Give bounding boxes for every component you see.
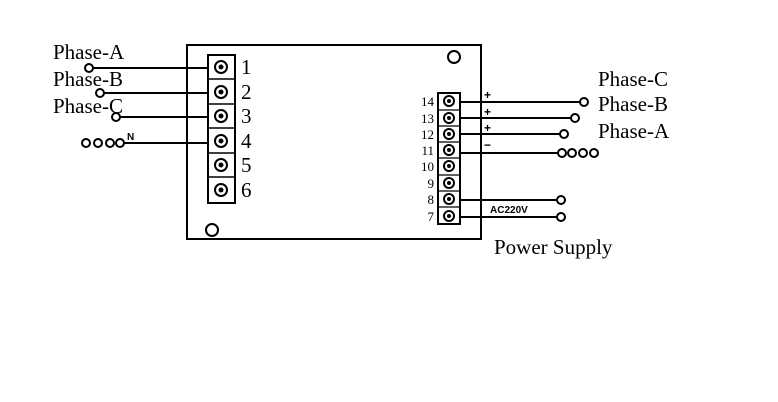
wire-ac-live [460, 195, 566, 205]
right-terminal-number-10: 10 [421, 159, 434, 174]
sign-terminal-14: + [484, 88, 491, 102]
left-terminal-number-6: 6 [241, 178, 252, 202]
wire-left-phase-a [84, 63, 208, 73]
label-left-phase-a: Phase-A [53, 40, 125, 64]
right-terminal-number-11: 11 [421, 143, 434, 158]
label-left-phase-b: Phase-B [53, 67, 123, 91]
left-terminal-number-4: 4 [241, 129, 252, 153]
wire-ac-neutral [460, 212, 566, 222]
mounting-hole-top-right [447, 50, 461, 64]
left-terminal-screw-2 [214, 85, 228, 99]
wire-right-phase-a [460, 129, 569, 139]
label-left-phase-c: Phase-C [53, 94, 123, 118]
left-terminal-screw-1 [214, 60, 228, 74]
right-terminal-screw-12 [443, 128, 455, 140]
label-neutral: N [127, 132, 134, 143]
sign-terminal-11: − [484, 138, 491, 152]
left-terminal-number-1: 1 [241, 55, 252, 79]
wire-right-phase-c [460, 97, 589, 107]
label-right-phase-a: Phase-A [598, 119, 670, 143]
right-terminal-number-14: 14 [421, 94, 435, 109]
sign-terminal-13: + [484, 105, 491, 119]
right-terminal-block [437, 92, 461, 225]
wire-right-common [460, 148, 599, 158]
right-terminal-number-7: 7 [428, 209, 435, 224]
wire-neutral [81, 138, 208, 148]
label-power-supply: Power Supply [494, 235, 613, 259]
left-terminal-screw-4 [214, 134, 228, 148]
wire-left-phase-c [111, 112, 208, 122]
mounting-hole-bottom-left [205, 223, 219, 237]
right-terminal-screw-10 [443, 160, 455, 172]
right-terminal-screw-14 [443, 95, 455, 107]
left-terminal-number-3: 3 [241, 104, 252, 128]
right-terminal-number-12: 12 [421, 127, 434, 142]
right-terminal-number-9: 9 [428, 176, 435, 191]
label-right-phase-c: Phase-C [598, 67, 668, 91]
right-terminal-number-13: 13 [421, 111, 434, 126]
left-terminal-block [207, 54, 236, 204]
left-terminal-screw-5 [214, 158, 228, 172]
right-terminal-number-8: 8 [428, 192, 435, 207]
sign-terminal-12: + [484, 121, 491, 135]
wire-left-phase-b [95, 88, 208, 98]
left-terminal-screw-3 [214, 109, 228, 123]
left-terminal-screw-6 [214, 183, 228, 197]
label-ac-voltage: AC220V [490, 205, 528, 216]
label-right-phase-b: Phase-B [598, 92, 668, 116]
right-terminal-screw-7 [443, 210, 455, 222]
right-terminal-screw-8 [443, 193, 455, 205]
left-terminal-number-2: 2 [241, 80, 252, 104]
right-terminal-screw-9 [443, 177, 455, 189]
wire-right-phase-b [460, 113, 580, 123]
right-terminal-screw-13 [443, 112, 455, 124]
right-terminal-screw-11 [443, 144, 455, 156]
left-terminal-number-5: 5 [241, 153, 252, 177]
